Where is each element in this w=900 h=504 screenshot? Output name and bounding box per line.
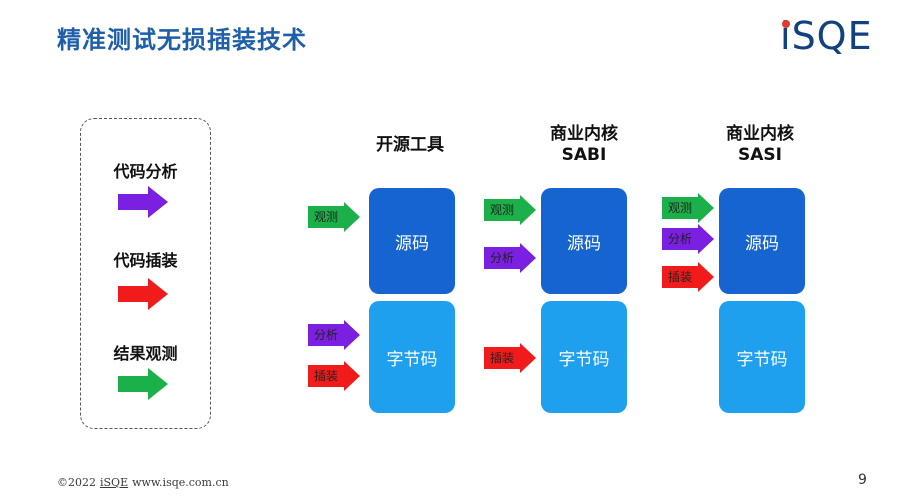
tag-arrow-purple-icon [308,320,360,350]
tag-arrow-green-icon [662,193,714,223]
source-box-sasi: 源码 [719,188,805,294]
col-header-line1: 商业内核 [726,124,794,144]
col-header-line1: 开源工具 [376,135,444,155]
legend-label-instrument: 代码插装 [113,251,178,270]
legend-label-observe: 结果观测 [113,344,178,363]
tag-label: 分析 [668,232,693,246]
legend-arrow-instrument-icon [118,278,168,310]
tag-instrument-open-source: 插装 [308,361,360,391]
tag-label: 分析 [490,251,515,265]
source-box-sabi: 源码 [541,188,627,294]
page-number: 9 [858,472,867,488]
bytecode-box-open-source: 字节码 [369,301,455,413]
footer-copyright: ©2022 [57,476,96,489]
tag-observe-open-source: 观测 [308,202,360,232]
tag-label: 观测 [490,203,515,217]
tag-analyze-open-source: 分析 [308,320,360,350]
tag-arrow-purple-icon [662,224,714,254]
tag-label: 观测 [314,210,339,224]
tag-label: 插装 [490,351,515,365]
tag-instrument-sasi: 插装 [662,262,714,292]
bytecode-box-sasi: 字节码 [719,301,805,413]
legend-arrow-analyze-icon [118,186,168,218]
tag-analyze-sabi: 分析 [484,243,536,273]
col-header-open-source: 开源工具 [350,135,470,156]
col-header-sasi: 商业内核 SASI [700,124,820,166]
tag-label: 插装 [314,369,339,383]
tag-observe-sasi: 观测 [662,193,714,223]
legend-label-analyze: 代码分析 [113,162,178,181]
bytecode-box-sabi: 字节码 [541,301,627,413]
col-header-line2: SASI [738,145,782,165]
footer-brand: iSQE [100,476,129,489]
tag-arrow-red-icon [308,361,360,391]
logo-text: SQE [791,14,873,58]
tag-observe-sabi: 观测 [484,195,536,225]
source-box-open-source: 源码 [369,188,455,294]
tag-arrow-green-icon [484,195,536,225]
col-header-line2: SABI [561,145,607,165]
footer-url: www.isqe.com.cn [132,476,229,489]
col-header-sabi: 商业内核 SABI [524,124,644,166]
tag-arrow-red-icon [662,262,714,292]
tag-label: 观测 [668,201,693,215]
logo-i: i [780,14,792,58]
tag-label: 插装 [668,270,693,284]
legend-arrow-observe-icon [118,368,168,400]
tag-label: 分析 [314,328,339,342]
tag-arrow-green-icon [308,202,360,232]
slide-title: 精准测试无损插装技术 [57,26,307,54]
tag-analyze-sasi: 分析 [662,224,714,254]
tag-instrument-sabi: 插装 [484,343,536,373]
logo-dot [782,20,790,28]
legend-box [80,118,211,429]
tag-arrow-red-icon [484,343,536,373]
tag-arrow-purple-icon [484,243,536,273]
col-header-line1: 商业内核 [550,124,618,144]
